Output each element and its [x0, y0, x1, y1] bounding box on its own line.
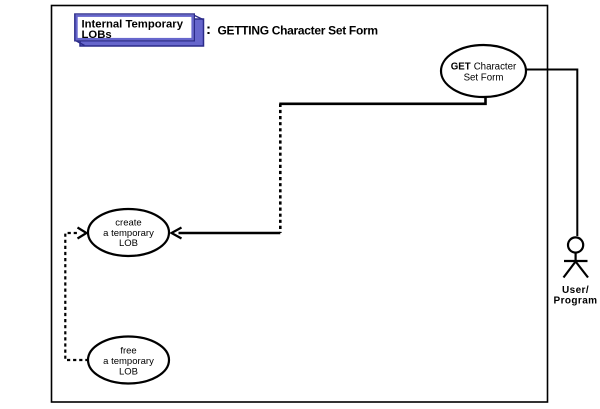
usecase-ellipse-free: [86, 335, 171, 385]
actor-user-program: User/ Program: [554, 236, 598, 307]
badge-label-line2: LOBs: [82, 29, 112, 41]
usecase-ellipse-create: [86, 207, 171, 258]
usecase-get-keyword: GET: [451, 62, 471, 73]
usecase-create-label-line3: LOB: [119, 238, 138, 249]
connector-free-to-create-dashed: [64, 231, 89, 362]
usecase-get-label-line2: Set Form: [464, 73, 504, 84]
actor-label-line1: User/: [562, 285, 589, 296]
actor-label-line2: Program: [554, 296, 598, 307]
title-separator: :: [206, 21, 211, 38]
usecase-free-label-line1: free: [120, 346, 136, 357]
usecase-create-label-line1: create: [115, 218, 141, 229]
actor-head: [566, 236, 585, 254]
connector-get-to-actor: [521, 68, 579, 236]
badge-miter-top-right: [193, 14, 204, 21]
usecase-create-label-line2: a temporary: [103, 228, 154, 239]
module-badge: Internal Temporary LOBs: [74, 13, 205, 47]
usecase-free-label-line3: LOB: [119, 367, 138, 378]
usecase-create-temporary-lob: create a temporary LOB: [86, 207, 171, 258]
diagram-title: GETTING Character Set Form: [218, 23, 378, 37]
actor-leg-left: [562, 260, 577, 279]
usecase-get-rest: Character: [474, 62, 517, 73]
usecase-free-temporary-lob: free a temporary LOB: [86, 335, 171, 385]
badge-label-line1: Internal Temporary: [82, 19, 184, 31]
usecase-ellipse-get: [439, 43, 528, 99]
usecase-free-label-line2: a temporary: [103, 356, 154, 367]
actor-leg-right: [574, 260, 589, 279]
badge-face: [74, 13, 196, 42]
badge-face-border: [75, 14, 194, 41]
arrowhead-into-create-left: [76, 226, 89, 240]
connector-get-to-create-top: [279, 95, 487, 106]
arrowhead-into-create-right: [169, 226, 183, 240]
